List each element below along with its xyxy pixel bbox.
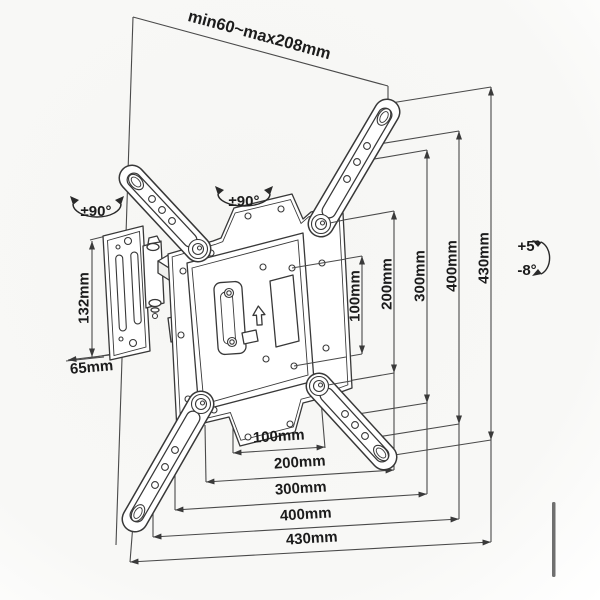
swivel-arc-left — [70, 196, 124, 218]
dimension-vertical-430 — [387, 86, 494, 542]
adapter-hole — [259, 263, 267, 271]
rotation-annotations — [70, 186, 551, 276]
hub-plate-inner-edge — [171, 199, 349, 441]
arm-hole — [171, 446, 179, 454]
up-arrow-icon — [252, 305, 266, 326]
photo-edge-bar — [552, 502, 556, 577]
arm-tip-slot — [373, 444, 389, 462]
label-horizontal-200mm: 200mm — [273, 452, 326, 472]
locking-latch — [213, 280, 247, 356]
vesa-arm-bottom-right — [305, 372, 398, 471]
arm-hole — [361, 432, 369, 440]
swivel-arc-center — [215, 186, 273, 207]
wall-screw-top — [123, 236, 133, 246]
vesa-arm-top-left — [118, 164, 212, 263]
arm-hole — [343, 175, 351, 183]
adapter-cutout — [269, 274, 300, 348]
arm-tip-slot — [127, 173, 145, 191]
arm-hole — [158, 206, 166, 214]
label-horizontal-430mm: 430mm — [285, 528, 338, 548]
tv-adapter-inner-edge — [191, 239, 309, 405]
label-vertical-400mm: 400mm — [443, 240, 460, 292]
label-vertical-300mm: 300mm — [411, 250, 428, 302]
wall-plate-hole — [118, 336, 124, 342]
arm-tip-slot — [130, 504, 146, 522]
arm-hole — [351, 421, 359, 429]
arm-hole — [151, 481, 159, 489]
arm-hole — [363, 142, 371, 150]
wall-plate-slot-right — [130, 251, 142, 325]
label-tilt-up: +5° — [517, 238, 540, 255]
label-wall-plate-width: 65mm — [69, 357, 114, 378]
hinge-bolt-bottom — [148, 298, 162, 308]
vesa-arm-bottom-left — [121, 390, 215, 533]
label-horizontal-100mm: 100mm — [252, 426, 305, 446]
label-swivel-center: ±90° — [229, 193, 260, 210]
label-horizontal-300mm: 300mm — [274, 478, 327, 498]
latch-bolt-bottom-center — [229, 339, 235, 345]
label-horizontal-400mm: 400mm — [279, 504, 332, 524]
wall-plate-slot-left — [115, 254, 127, 332]
wall-plate-hole — [115, 244, 121, 250]
arm-hole — [161, 463, 169, 471]
label-vertical-200mm: 200mm — [378, 258, 395, 310]
label-vertical-100mm: 100mm — [346, 270, 363, 322]
vesa-arms — [118, 98, 401, 533]
hinge-nut-tip — [151, 312, 159, 320]
vesa-arm-top-right — [307, 98, 401, 238]
tilt-arc — [532, 240, 551, 276]
label-vertical-430mm: 430mm — [475, 232, 492, 284]
hinge-bolt-top — [146, 242, 160, 252]
label-wall-plate-height: 132mm — [75, 272, 92, 324]
arm-tip-slot — [376, 108, 392, 126]
label-tilt-down: -8° — [517, 262, 536, 279]
dimension-stubs — [288, 219, 352, 386]
arm-hole — [353, 158, 361, 166]
hinge-bolt-nut — [147, 235, 161, 245]
adapter-hole — [262, 355, 270, 363]
dimension-horizontal-200 — [204, 424, 395, 485]
wall-plate-inner-edge — [107, 230, 147, 357]
latch-tab — [241, 329, 259, 345]
hinge-nut-bottom — [150, 307, 160, 313]
dimension-vertical-400 — [364, 130, 462, 519]
latch-bolt-top-center — [226, 290, 232, 296]
wall-screw-bottom — [128, 338, 138, 348]
label-extension-range: min60~max208mm — [186, 7, 333, 63]
arm-hole — [341, 410, 349, 418]
label-swivel-left: ±90° — [81, 203, 112, 220]
arm-hole — [148, 195, 156, 203]
arm-hole — [168, 217, 176, 225]
